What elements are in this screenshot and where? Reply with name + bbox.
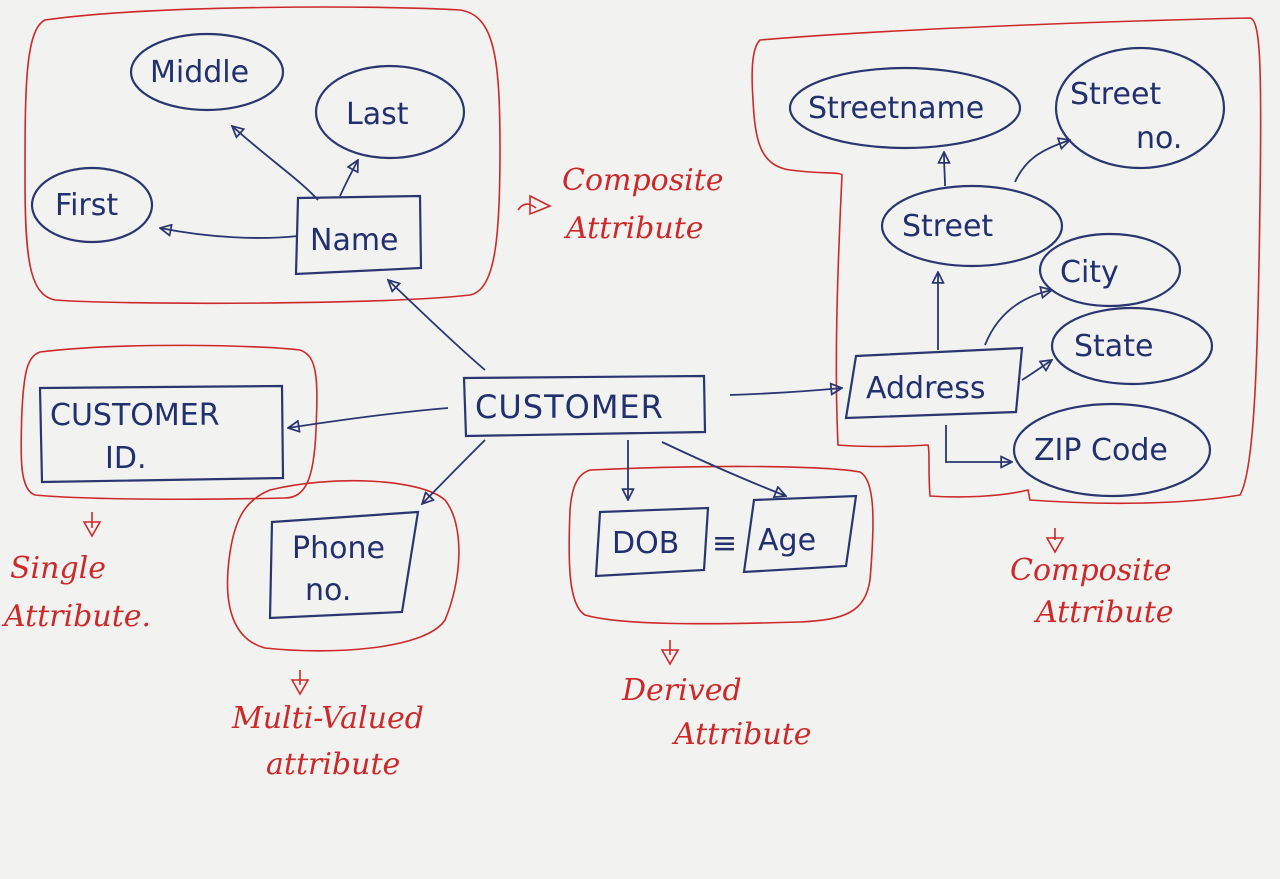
svg-text:Single: Single — [10, 551, 106, 586]
attribute-last: Last — [314, 64, 466, 160]
attribute-street: Street — [880, 184, 1064, 268]
annotation-arrow-multi — [290, 670, 310, 696]
svg-text:Phone: Phone — [292, 531, 385, 566]
attribute-dob: DOB — [594, 506, 710, 578]
svg-text:City: City — [1060, 255, 1119, 290]
svg-text:Middle: Middle — [150, 55, 249, 90]
annotation-composite-address: Composite Attribute — [1010, 553, 1174, 630]
svg-text:Address: Address — [866, 371, 985, 406]
svg-text:CUSTOMER: CUSTOMER — [50, 398, 220, 433]
svg-text:Attribute.: Attribute. — [1, 599, 151, 634]
annotation-multi-valued: Multi-Valued attribute — [231, 701, 424, 782]
svg-text:ZIP Code: ZIP Code — [1034, 433, 1168, 468]
line-name-to-first — [160, 228, 299, 239]
attribute-streetname: Streetname — [788, 66, 1022, 150]
annotation-arrow-composite-name — [517, 194, 552, 216]
group-outline-dob-age — [568, 465, 874, 625]
svg-text:Attribute: Attribute — [563, 211, 704, 246]
line-address-to-city — [984, 290, 1052, 346]
line-customer-to-phone — [422, 439, 486, 504]
line-street-to-streetname — [944, 152, 945, 187]
svg-text:Composite: Composite — [562, 163, 724, 198]
svg-text:Streetname: Streetname — [808, 91, 984, 126]
equivalence-symbol: ≡ — [712, 526, 737, 561]
annotation-arrows — [82, 194, 1065, 696]
svg-text:Last: Last — [346, 97, 409, 132]
svg-text:attribute: attribute — [266, 747, 400, 782]
svg-text:Age: Age — [758, 523, 816, 558]
svg-text:DOB: DOB — [612, 526, 679, 561]
svg-text:no.: no. — [305, 573, 351, 608]
group-outline-name — [24, 6, 501, 305]
attribute-zip-code: ZIP Code — [1012, 402, 1212, 498]
entity-customer-label: CUSTOMER — [475, 388, 664, 426]
line-street-to-streetno — [1014, 140, 1070, 183]
svg-text:First: First — [55, 188, 118, 223]
line-customer-to-address — [729, 388, 842, 396]
svg-text:Attribute: Attribute — [1033, 595, 1174, 630]
svg-text:Name: Name — [310, 223, 399, 258]
attribute-address: Address — [844, 346, 1024, 420]
group-outline-address — [751, 17, 1262, 505]
annotation-single: Single Attribute. — [1, 551, 151, 634]
entity-customer: CUSTOMER — [462, 374, 707, 438]
line-customer-to-customer-id — [288, 407, 449, 428]
attribute-first: First — [30, 166, 154, 244]
svg-text:ID.: ID. — [105, 441, 146, 476]
annotation-composite-name: Composite Attribute — [562, 163, 724, 246]
annotation-arrow-single — [82, 512, 102, 538]
attribute-customer-id: CUSTOMER ID. — [38, 384, 285, 484]
line-name-to-last — [339, 160, 358, 197]
line-name-to-middle — [232, 126, 319, 201]
attribute-middle: Middle — [129, 32, 285, 112]
attribute-phone: Phone no. — [268, 510, 420, 620]
attribute-city: City — [1038, 232, 1182, 308]
svg-text:Derived: Derived — [621, 673, 742, 708]
line-customer-to-name — [388, 280, 486, 371]
line-address-to-state — [1021, 360, 1052, 381]
attribute-state: State — [1050, 306, 1214, 386]
line-address-to-zip — [945, 425, 1012, 462]
svg-text:State: State — [1074, 329, 1153, 364]
attribute-name: Name — [294, 194, 423, 276]
svg-text:Composite: Composite — [1010, 553, 1172, 588]
attribute-street-no: Street no. — [1054, 46, 1226, 170]
annotation-arrow-derived — [660, 640, 680, 666]
svg-text:Attribute: Attribute — [671, 717, 812, 752]
svg-text:Street: Street — [902, 209, 993, 244]
group-outline-customer-id — [20, 344, 318, 501]
connectors — [160, 126, 1070, 504]
attribute-age: Age — [742, 494, 858, 574]
line-customer-to-age — [661, 441, 786, 496]
svg-text:Street: Street — [1070, 77, 1161, 112]
svg-text:Multi-Valued: Multi-Valued — [231, 701, 424, 736]
svg-text:no.: no. — [1136, 121, 1182, 156]
annotation-arrow-composite-address — [1045, 528, 1065, 554]
group-outline-phone — [226, 479, 460, 652]
annotation-derived: Derived Attribute — [621, 673, 812, 752]
